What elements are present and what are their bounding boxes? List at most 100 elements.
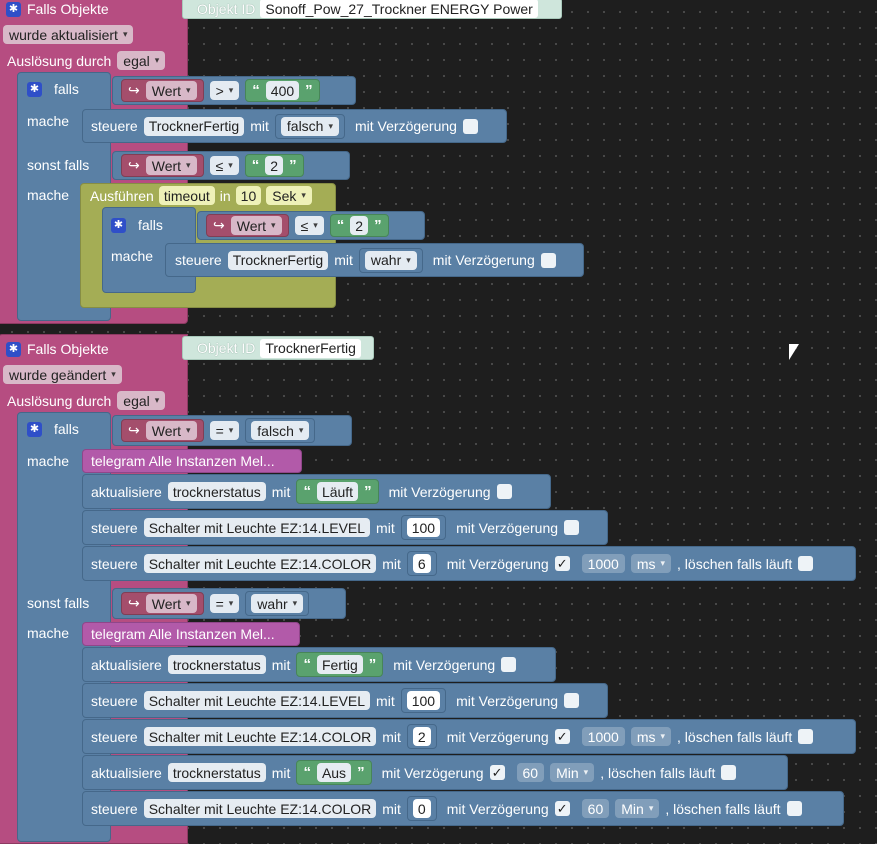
trigger-dropdown[interactable]: wurde geändert▾: [3, 365, 122, 384]
compare-block[interactable]: ↪Wert▾ =▾ falsch▾: [112, 415, 352, 446]
wert-block[interactable]: ↪Wert▾: [206, 214, 289, 237]
wert-dropdown[interactable]: Wert▾: [230, 216, 282, 235]
wert-block[interactable]: ↪Wert▾: [121, 79, 204, 102]
trigger-dropdown[interactable]: wurde aktualisiert▾: [3, 25, 134, 44]
trigger-source-dropdown[interactable]: egal▾: [117, 51, 166, 70]
object-field[interactable]: Schalter mit Leuchte EZ:14.COLOR: [143, 727, 377, 746]
gear-icon[interactable]: ✱: [6, 1, 21, 17]
number-value[interactable]: 100: [406, 518, 441, 537]
set-state-block[interactable]: steuere Schalter mit Leuchte EZ:14.COLOR…: [82, 719, 856, 754]
object-field[interactable]: TrocknerFertig: [227, 250, 329, 270]
telegram-block[interactable]: telegram Alle Instanzen Mel...: [82, 622, 300, 646]
text-value[interactable]: Fertig: [316, 655, 363, 674]
delay-checkbox[interactable]: [564, 520, 580, 535]
bool-dropdown[interactable]: falsch▾: [280, 116, 339, 136]
compare-block[interactable]: ↪Wert▾ ≤▾ “2”: [112, 151, 350, 180]
trigger-source-dropdown[interactable]: egal▾: [117, 391, 166, 410]
wert-block[interactable]: ↪Wert▾: [121, 419, 204, 442]
operator-dropdown[interactable]: =▾: [209, 421, 240, 440]
text-block[interactable]: “2”: [329, 214, 389, 237]
wert-block[interactable]: ↪Wert▾: [121, 592, 204, 615]
delay-unit-dropdown[interactable]: ms▾: [630, 554, 672, 573]
set-state-block[interactable]: steuere TrocknerFertig mit falsch▾ mit V…: [82, 109, 507, 143]
clear-checkbox[interactable]: [721, 765, 737, 780]
clear-checkbox[interactable]: [786, 801, 802, 816]
text-block[interactable]: “400”: [245, 79, 320, 102]
delay-value-field[interactable]: 60: [516, 763, 545, 782]
number-block[interactable]: 100: [400, 515, 447, 540]
variable-field[interactable]: trocknerstatus: [167, 482, 266, 501]
object-id-value[interactable]: TrocknerFertig: [260, 338, 361, 358]
text-value[interactable]: 2: [350, 216, 369, 235]
gear-icon[interactable]: ✱: [111, 217, 126, 233]
delay-checkbox[interactable]: [564, 693, 580, 708]
delay-unit-dropdown[interactable]: Min▾: [615, 799, 660, 818]
delay-value-field[interactable]: 1000: [581, 554, 625, 573]
number-block[interactable]: 0: [406, 796, 437, 821]
object-field[interactable]: Schalter mit Leuchte EZ:14.LEVEL: [143, 691, 371, 710]
delay-checkbox[interactable]: [540, 252, 556, 268]
text-value[interactable]: 2: [265, 156, 284, 175]
text-value[interactable]: 400: [265, 81, 300, 100]
number-block[interactable]: 6: [406, 551, 437, 576]
delay-checkbox[interactable]: [501, 657, 517, 672]
variable-field[interactable]: trocknerstatus: [167, 763, 266, 782]
operator-dropdown[interactable]: ≤▾: [294, 216, 324, 235]
bool-block[interactable]: falsch▾: [245, 418, 316, 443]
object-id-block[interactable]: Objekt ID TrocknerFertig: [182, 336, 374, 360]
operator-dropdown[interactable]: >▾: [209, 81, 240, 100]
object-field[interactable]: TrocknerFertig: [143, 116, 245, 136]
bool-dropdown[interactable]: wahr▾: [251, 594, 304, 613]
timeout-unit-dropdown[interactable]: Sek▾: [266, 186, 312, 205]
delay-checkbox[interactable]: ✓: [554, 801, 570, 816]
delay-value-field[interactable]: 60: [581, 799, 610, 818]
timeout-value-field[interactable]: 10: [235, 186, 262, 205]
compare-block[interactable]: ↪Wert▾ =▾ wahr▾: [112, 588, 346, 619]
object-id-block[interactable]: Objekt ID Sonoff_Pow_27_Trockner ENERGY …: [182, 0, 562, 19]
compare-block[interactable]: ↪Wert▾ ≤▾ “2”: [197, 211, 425, 240]
bool-dropdown[interactable]: wahr▾: [364, 250, 417, 270]
wert-block[interactable]: ↪Wert▾: [121, 154, 204, 177]
update-block[interactable]: aktualisiere trocknerstatus mit “Aus” mi…: [82, 755, 788, 790]
text-block[interactable]: “2”: [244, 154, 304, 177]
delay-checkbox[interactable]: [462, 118, 478, 134]
object-id-value[interactable]: Sonoff_Pow_27_Trockner ENERGY Power: [260, 0, 538, 18]
text-value[interactable]: Aus: [316, 763, 352, 782]
delay-checkbox[interactable]: ✓: [554, 729, 570, 744]
set-state-block[interactable]: steuere Schalter mit Leuchte EZ:14.LEVEL…: [82, 510, 608, 545]
set-state-block[interactable]: steuere TrocknerFertig mit wahr▾ mit Ver…: [165, 243, 584, 277]
bool-dropdown[interactable]: falsch▾: [251, 421, 310, 440]
object-field[interactable]: Schalter mit Leuchte EZ:14.COLOR: [143, 799, 377, 818]
number-value[interactable]: 0: [412, 799, 431, 818]
text-block[interactable]: “Läuft”: [296, 479, 379, 504]
bool-block[interactable]: wahr▾: [358, 247, 423, 273]
delay-checkbox[interactable]: ✓: [554, 556, 570, 571]
clear-checkbox[interactable]: [798, 556, 814, 571]
telegram-block[interactable]: telegram Alle Instanzen Mel...: [82, 449, 302, 473]
gear-icon[interactable]: ✱: [6, 341, 21, 357]
number-block[interactable]: 2: [406, 724, 437, 749]
wert-dropdown[interactable]: Wert▾: [145, 421, 197, 440]
gear-icon[interactable]: ✱: [27, 421, 42, 437]
delay-unit-dropdown[interactable]: Min▾: [550, 763, 595, 782]
set-state-block[interactable]: steuere Schalter mit Leuchte EZ:14.COLOR…: [82, 791, 844, 826]
clear-checkbox[interactable]: [798, 729, 814, 744]
delay-unit-dropdown[interactable]: ms▾: [630, 727, 672, 746]
update-block[interactable]: aktualisiere trocknerstatus mit “Fertig”…: [82, 647, 556, 682]
text-block[interactable]: “Fertig”: [296, 652, 384, 677]
number-value[interactable]: 2: [412, 727, 431, 746]
number-block[interactable]: 100: [400, 688, 447, 713]
operator-dropdown[interactable]: =▾: [209, 594, 240, 613]
gear-icon[interactable]: ✱: [27, 81, 42, 97]
set-state-block[interactable]: steuere Schalter mit Leuchte EZ:14.COLOR…: [82, 546, 856, 581]
set-state-block[interactable]: steuere Schalter mit Leuchte EZ:14.LEVEL…: [82, 683, 608, 718]
text-value[interactable]: Läuft: [316, 482, 359, 501]
timeout-name-field[interactable]: timeout: [158, 186, 215, 205]
number-value[interactable]: 6: [412, 554, 431, 573]
bool-block[interactable]: falsch▾: [274, 113, 345, 139]
delay-value-field[interactable]: 1000: [581, 727, 625, 746]
wert-dropdown[interactable]: Wert▾: [145, 81, 197, 100]
wert-dropdown[interactable]: Wert▾: [145, 594, 197, 613]
bool-block[interactable]: wahr▾: [245, 591, 310, 616]
object-field[interactable]: Schalter mit Leuchte EZ:14.LEVEL: [143, 518, 371, 537]
